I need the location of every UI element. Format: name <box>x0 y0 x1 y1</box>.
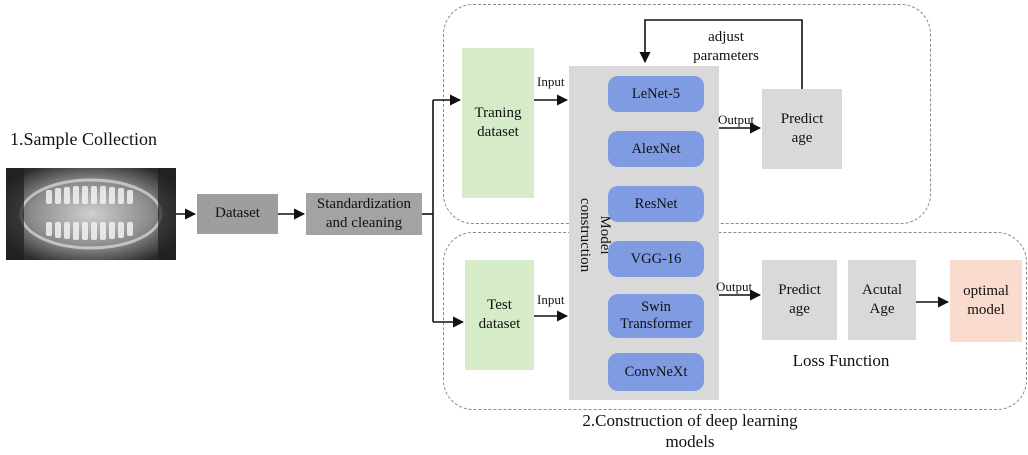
dental-xray-image <box>6 168 176 260</box>
model-swin-transformer: Swin Transformer <box>608 294 704 338</box>
model-convnext-label: ConvNeXt <box>624 363 688 380</box>
predict-age-bottom-line1: Predict <box>778 281 821 298</box>
adjust-parameters-label: adjust parameters <box>672 28 780 66</box>
construction-caption: 2.Construction of deep learning models <box>550 410 830 453</box>
adjust-parameters-line1: adjust <box>708 29 744 45</box>
arrow-feedback-loop <box>639 19 803 89</box>
model-resnet: ResNet <box>608 186 704 222</box>
input-label-bottom: Input <box>537 292 565 307</box>
loss-function-label: Loss Function <box>792 351 890 370</box>
training-dataset-box: Traning dataset <box>462 48 534 198</box>
actual-age-box: Acutal Age <box>848 260 916 340</box>
construction-caption-line2: models <box>665 432 715 452</box>
standardization-line1: Standardization <box>316 195 412 212</box>
actual-age-line1: Acutal <box>862 281 902 298</box>
model-lenet5: LeNet-5 <box>608 76 704 112</box>
model-alexnet-label: AlexNet <box>631 140 681 157</box>
dataset-box: Dataset <box>197 194 278 234</box>
model-vgg16-label: VGG-16 <box>630 250 682 267</box>
test-dataset-line2: dataset <box>478 316 521 332</box>
optimal-model-line2: model <box>967 302 1005 318</box>
output-label-top: Output <box>718 112 755 127</box>
predict-age-bottom-box: Predict age <box>762 260 837 340</box>
sample-collection-title: 1.Sample Collection <box>10 129 157 149</box>
actual-age-line2: Age <box>869 301 895 317</box>
input-label-top: Input <box>537 74 565 89</box>
model-vgg16: VGG-16 <box>608 241 704 277</box>
model-construction-panel <box>569 66 719 400</box>
adjust-parameters-line2: parameters <box>693 47 759 64</box>
model-swin-line2: Transformer <box>620 316 692 332</box>
model-swin-line1: Swin <box>641 298 671 315</box>
standardization-box: Standardization and cleaning <box>306 193 422 235</box>
test-dataset-line1: Test <box>487 296 512 313</box>
construction-caption-line1: 2.Construction of deep learning <box>582 411 798 430</box>
model-alexnet: AlexNet <box>608 131 704 167</box>
optimal-model-line1: optimal <box>963 282 1009 299</box>
training-dataset-line1: Traning <box>474 104 522 121</box>
model-convnext: ConvNeXt <box>608 353 704 391</box>
standardization-line2: and cleaning <box>325 215 403 231</box>
model-lenet5-label: LeNet-5 <box>631 85 681 102</box>
predict-age-bottom-line2: age <box>789 301 810 317</box>
optimal-model-box: optimal model <box>950 260 1022 342</box>
test-dataset-box: Test dataset <box>465 260 534 370</box>
predict-age-top-line2: age <box>791 130 813 146</box>
training-dataset-line2: dataset <box>477 124 519 140</box>
test-group-outline <box>443 232 1027 410</box>
model-resnet-label: ResNet <box>634 195 678 212</box>
output-label-bottom: Output <box>716 279 753 294</box>
predict-age-top-line1: Predict <box>780 110 824 127</box>
predict-age-top-box: Predict age <box>762 89 842 169</box>
